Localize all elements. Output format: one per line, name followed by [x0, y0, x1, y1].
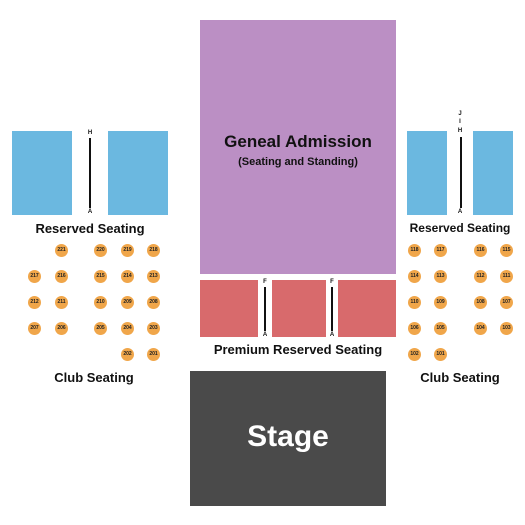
club-table[interactable]: 210 [94, 296, 107, 309]
club-table[interactable]: 110 [408, 296, 421, 309]
reserved-section-right-a[interactable] [407, 131, 447, 215]
club-table[interactable]: 213 [147, 270, 160, 283]
club-table[interactable]: 118 [408, 244, 421, 257]
aisle-letter: H [87, 130, 93, 136]
aisle-letter: A [87, 209, 93, 215]
club-seating-right-label: Club Seating [420, 370, 500, 385]
aisle-letter: H [457, 128, 463, 134]
club-table[interactable]: 211 [55, 296, 68, 309]
club-table[interactable]: 204 [121, 322, 134, 335]
reserved-section-left-b[interactable] [108, 131, 168, 215]
club-table[interactable]: 112 [474, 270, 487, 283]
club-table[interactable]: 219 [121, 244, 134, 257]
aisle-letter: A [262, 332, 268, 338]
stage-label: Stage [247, 420, 329, 453]
general-admission-subtitle: (Seating and Standing) [238, 156, 358, 168]
aisle-premium-right [331, 287, 333, 331]
club-table[interactable]: 216 [55, 270, 68, 283]
general-admission-section[interactable] [200, 20, 396, 274]
aisle-letter: F [263, 279, 267, 285]
club-table[interactable]: 220 [94, 244, 107, 257]
aisle-letter: I [459, 119, 461, 125]
club-table[interactable]: 106 [408, 322, 421, 335]
club-table[interactable]: 107 [500, 296, 513, 309]
reserved-seating-right-label: Reserved Seating [409, 221, 511, 235]
club-table[interactable]: 111 [500, 270, 513, 283]
club-table[interactable]: 214 [121, 270, 134, 283]
reserved-section-left-a[interactable] [12, 131, 72, 215]
premium-section-right[interactable] [338, 280, 396, 337]
premium-section-left[interactable] [200, 280, 258, 337]
club-table[interactable]: 206 [55, 322, 68, 335]
club-table[interactable]: 218 [147, 244, 160, 257]
club-table[interactable]: 201 [147, 348, 160, 361]
club-table[interactable]: 102 [408, 348, 421, 361]
aisle-right [460, 137, 462, 208]
club-table[interactable]: 202 [121, 348, 134, 361]
club-table[interactable]: 105 [434, 322, 447, 335]
aisle-left [89, 138, 91, 208]
club-table[interactable]: 116 [474, 244, 487, 257]
premium-reserved-seating-label: Premium Reserved Seating [213, 342, 383, 357]
stage [190, 371, 386, 506]
club-seating-left-label: Club Seating [54, 370, 134, 385]
club-table[interactable]: 114 [408, 270, 421, 283]
aisle-premium-left [264, 287, 266, 331]
aisle-letter: A [329, 332, 335, 338]
club-table[interactable]: 203 [147, 322, 160, 335]
aisle-letter: J [458, 111, 462, 117]
club-table[interactable]: 115 [500, 244, 513, 257]
club-table[interactable]: 207 [28, 322, 41, 335]
club-table[interactable]: 209 [121, 296, 134, 309]
aisle-letter: A [457, 209, 463, 215]
club-table[interactable]: 205 [94, 322, 107, 335]
reserved-section-right-b[interactable] [473, 131, 513, 215]
club-table[interactable]: 109 [434, 296, 447, 309]
club-table[interactable]: 208 [147, 296, 160, 309]
club-table[interactable]: 108 [474, 296, 487, 309]
club-table[interactable]: 215 [94, 270, 107, 283]
club-table[interactable]: 117 [434, 244, 447, 257]
club-table[interactable]: 221 [55, 244, 68, 257]
club-table[interactable]: 103 [500, 322, 513, 335]
club-table[interactable]: 212 [28, 296, 41, 309]
club-table[interactable]: 217 [28, 270, 41, 283]
reserved-seating-left-label: Reserved Seating [35, 221, 145, 236]
aisle-letter: F [330, 279, 334, 285]
general-admission-title: Geneal Admission [224, 132, 372, 151]
premium-section-center[interactable] [272, 280, 326, 337]
club-table[interactable]: 101 [434, 348, 447, 361]
club-table[interactable]: 104 [474, 322, 487, 335]
club-table[interactable]: 113 [434, 270, 447, 283]
